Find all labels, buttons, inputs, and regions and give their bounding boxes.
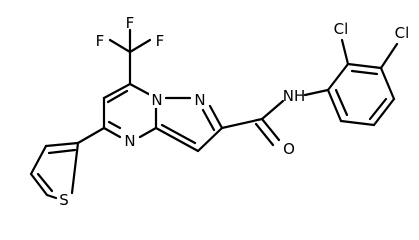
bond-carbonyl-o-double: [254, 122, 275, 147]
atom-s: S: [59, 191, 69, 209]
bond-th2-th3-double: [47, 148, 77, 155]
bond-c5-n-pyrimidine: [102, 126, 122, 139]
bond-n-pyrimidine-c3a: [138, 126, 158, 139]
bond-c2-carbonyl: [220, 117, 264, 130]
bond-nh-aryl: [303, 88, 330, 97]
bond-c7-c6-double: [106, 89, 129, 104]
bond-ar5-ar6: [339, 119, 376, 127]
bond-c5-n-pyrimidine-double: [107, 120, 122, 130]
atom-cl2: Cl: [395, 24, 410, 42]
bond-c3-c3a-double: [160, 123, 197, 145]
bond-n-pyrazole-c2: [208, 104, 224, 130]
atom-labels: F F F N N N NH O S Cl Cl: [59, 14, 409, 209]
bond-ar4-ar5-double: [368, 97, 388, 121]
bond-ar4-ar5: [372, 97, 396, 127]
atom-nh: NH: [283, 87, 306, 105]
bond-n-pyrazole-c2-double: [201, 108, 216, 132]
bond-ar2-ar3: [346, 62, 383, 70]
bond-ar3-cl2: [379, 42, 399, 70]
molecule-structure: F F F N N N NH O S Cl Cl: [29, 14, 409, 209]
atom-f3: F: [156, 32, 165, 50]
bond-cf3-f1: [108, 38, 132, 54]
bond-carbonyl-o: [260, 117, 281, 142]
bond-ar3-ar4: [379, 66, 396, 101]
bond-th3-th4: [29, 144, 48, 176]
bond-c5-th2: [76, 126, 106, 145]
bond-carbonyl-nh: [260, 99, 285, 121]
bond-ar1-ar2: [326, 62, 350, 92]
atom-f2: F: [126, 14, 135, 32]
atom-o: O: [283, 140, 295, 158]
bond-ar6-ar1: [326, 88, 343, 123]
bond-c2-c3: [196, 126, 224, 153]
bond-ar6-ar1-double: [334, 88, 349, 117]
bond-s-th2: [70, 141, 80, 195]
atom-n-pyrimidine: N: [124, 132, 135, 150]
atom-n-bridge: N: [151, 91, 162, 109]
bond-th2-th3: [44, 141, 80, 148]
bonds: [29, 28, 399, 200]
bond-c7-c6: [102, 82, 132, 100]
bond-cf3-f3: [128, 38, 152, 54]
bond-ar2-ar3-double: [350, 69, 379, 76]
atom-cl1: Cl: [334, 20, 349, 38]
atom-n-pyrazole: N: [194, 91, 205, 109]
bond-ar2-cl1: [340, 38, 350, 66]
bond-c3-c3a: [154, 126, 200, 153]
bond-th5-s: [45, 193, 58, 200]
bond-th4-th5-double: [36, 172, 54, 193]
atom-f1: F: [96, 32, 105, 50]
bond-th4-th5: [29, 172, 49, 197]
